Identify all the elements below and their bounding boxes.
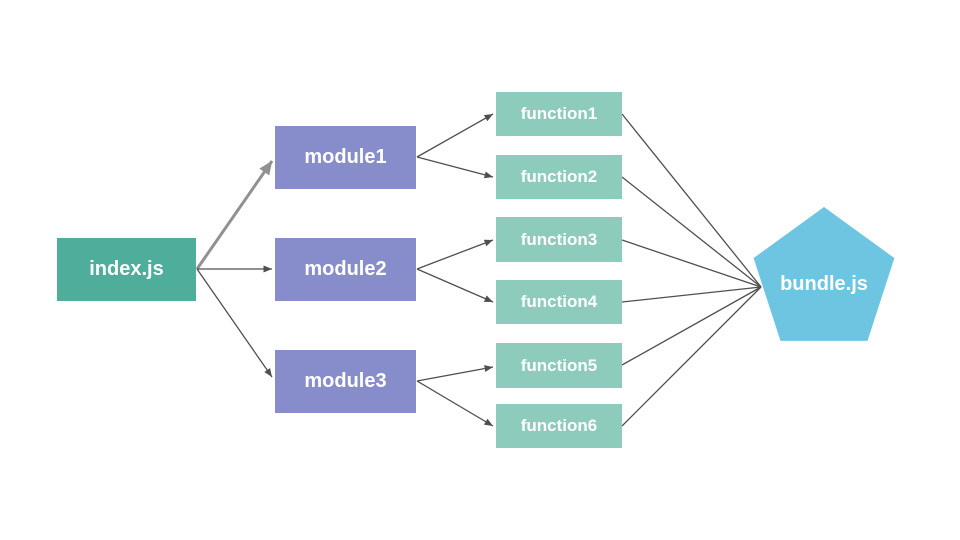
node-bundle-shape	[753, 207, 895, 341]
edge-module3-function5	[416, 365, 494, 382]
node-function6-label: function6	[520, 416, 598, 435]
node-function1-label: function1	[520, 104, 598, 123]
edge-index-module1	[195, 160, 274, 270]
edge-module1-function1	[416, 113, 494, 158]
edge-module2-function3	[416, 239, 494, 270]
node-module2: module2	[275, 238, 416, 301]
edge-function4-bundle	[621, 286, 762, 303]
node-function4-label: function4	[520, 292, 598, 311]
node-module2-label: module2	[304, 258, 387, 280]
node-function1: function1	[496, 92, 622, 136]
node-bundle-js-label: bundle.js	[780, 272, 868, 295]
node-function3-label: function3	[520, 229, 598, 249]
edge-function6-bundle	[621, 286, 762, 427]
node-module3: module3	[275, 350, 416, 413]
node-module1: module1	[275, 126, 416, 189]
node-function2-label: function2	[520, 167, 598, 186]
edge-function5-bundle	[621, 286, 762, 366]
node-function3: function3	[496, 217, 622, 262]
node-function6: function6	[496, 404, 622, 448]
edge-index-module3	[196, 268, 273, 378]
node-function5-label: function5	[520, 355, 598, 375]
node-function4: function4	[496, 280, 622, 324]
edge-module1-function2	[416, 156, 494, 179]
node-function5: function5	[496, 343, 622, 388]
edge-function1-bundle	[621, 113, 762, 288]
node-module1-label: module1	[304, 146, 387, 168]
node-bundle-js: bundle.js	[754, 264, 894, 304]
node-module3-label: module3	[304, 370, 387, 392]
node-function2: function2	[496, 155, 622, 199]
node-index-js: index.js	[57, 238, 196, 301]
edge-module2-function4	[416, 268, 494, 303]
edge-function2-bundle	[621, 176, 762, 288]
edge-function3-bundle	[621, 239, 762, 288]
edge-module3-function6	[416, 380, 494, 427]
node-index-js-label: index.js	[89, 258, 164, 280]
